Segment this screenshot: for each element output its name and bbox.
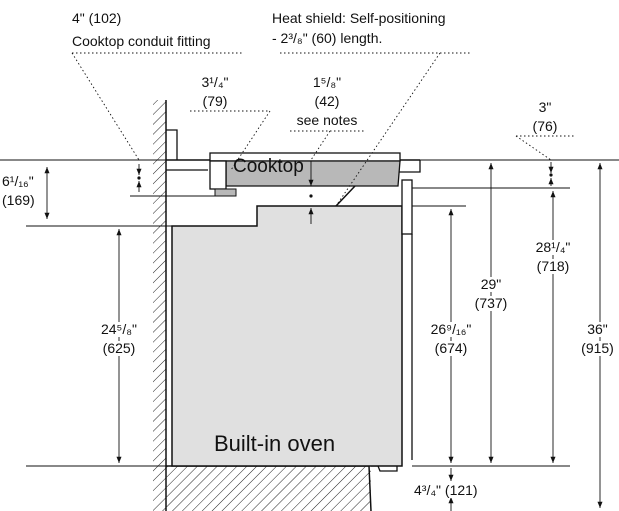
height-26-9-16-mm: (674)	[421, 341, 481, 356]
height-6-1-16-inches: 6¹/₁₆"	[2, 173, 34, 189]
height-26-9-16-inches: 26⁹/₁₆"	[421, 322, 481, 337]
height-24-5-8-inches: 24⁵/₈"	[91, 322, 147, 337]
conduit-name-label: Cooktop conduit fitting	[72, 33, 211, 49]
heat-shield	[335, 185, 356, 207]
wall	[153, 100, 167, 511]
width-1-5-8-inches: 1⁵/₈"	[312, 74, 342, 90]
height-24-5-8-mm: (625)	[91, 341, 147, 356]
cooktop-label: Cooktop	[233, 156, 304, 177]
height-6-1-16-mm: (169)	[2, 192, 35, 208]
height-29-inches: 29"	[466, 277, 516, 292]
height-36-mm: (915)	[576, 341, 619, 356]
cooktop	[209, 152, 401, 197]
see-notes-label: see notes	[296, 112, 358, 128]
heat-shield-title: Heat shield: Self-positioning	[272, 10, 446, 26]
height-28-1-4-mm: (718)	[528, 259, 578, 274]
reference-dots	[137, 173, 553, 198]
conduit-dimension-label: 4" (102)	[72, 10, 122, 26]
cabinet-base	[166, 465, 398, 511]
height-36-inches: 36"	[576, 322, 619, 337]
width-3-inches: 3"	[538, 99, 552, 115]
height-29-mm: (737)	[466, 296, 516, 311]
height-4-3-4-label: 4³/₄" (121)	[414, 482, 478, 498]
built-in-oven-label: Built-in oven	[214, 431, 336, 456]
width-1-5-8-mm: (42)	[314, 93, 340, 109]
built-in-oven	[171, 179, 413, 467]
width-3-1-4-inches: 3¹/₄"	[201, 74, 229, 90]
height-28-1-4-inches: 28¹/₄"	[528, 240, 578, 255]
heat-shield-length: - 2³/₈" (60) length.	[272, 30, 383, 46]
width-3-1-4-mm: (79)	[202, 93, 228, 109]
width-3-mm: (76)	[532, 118, 558, 134]
leader-lines	[71, 52, 576, 207]
